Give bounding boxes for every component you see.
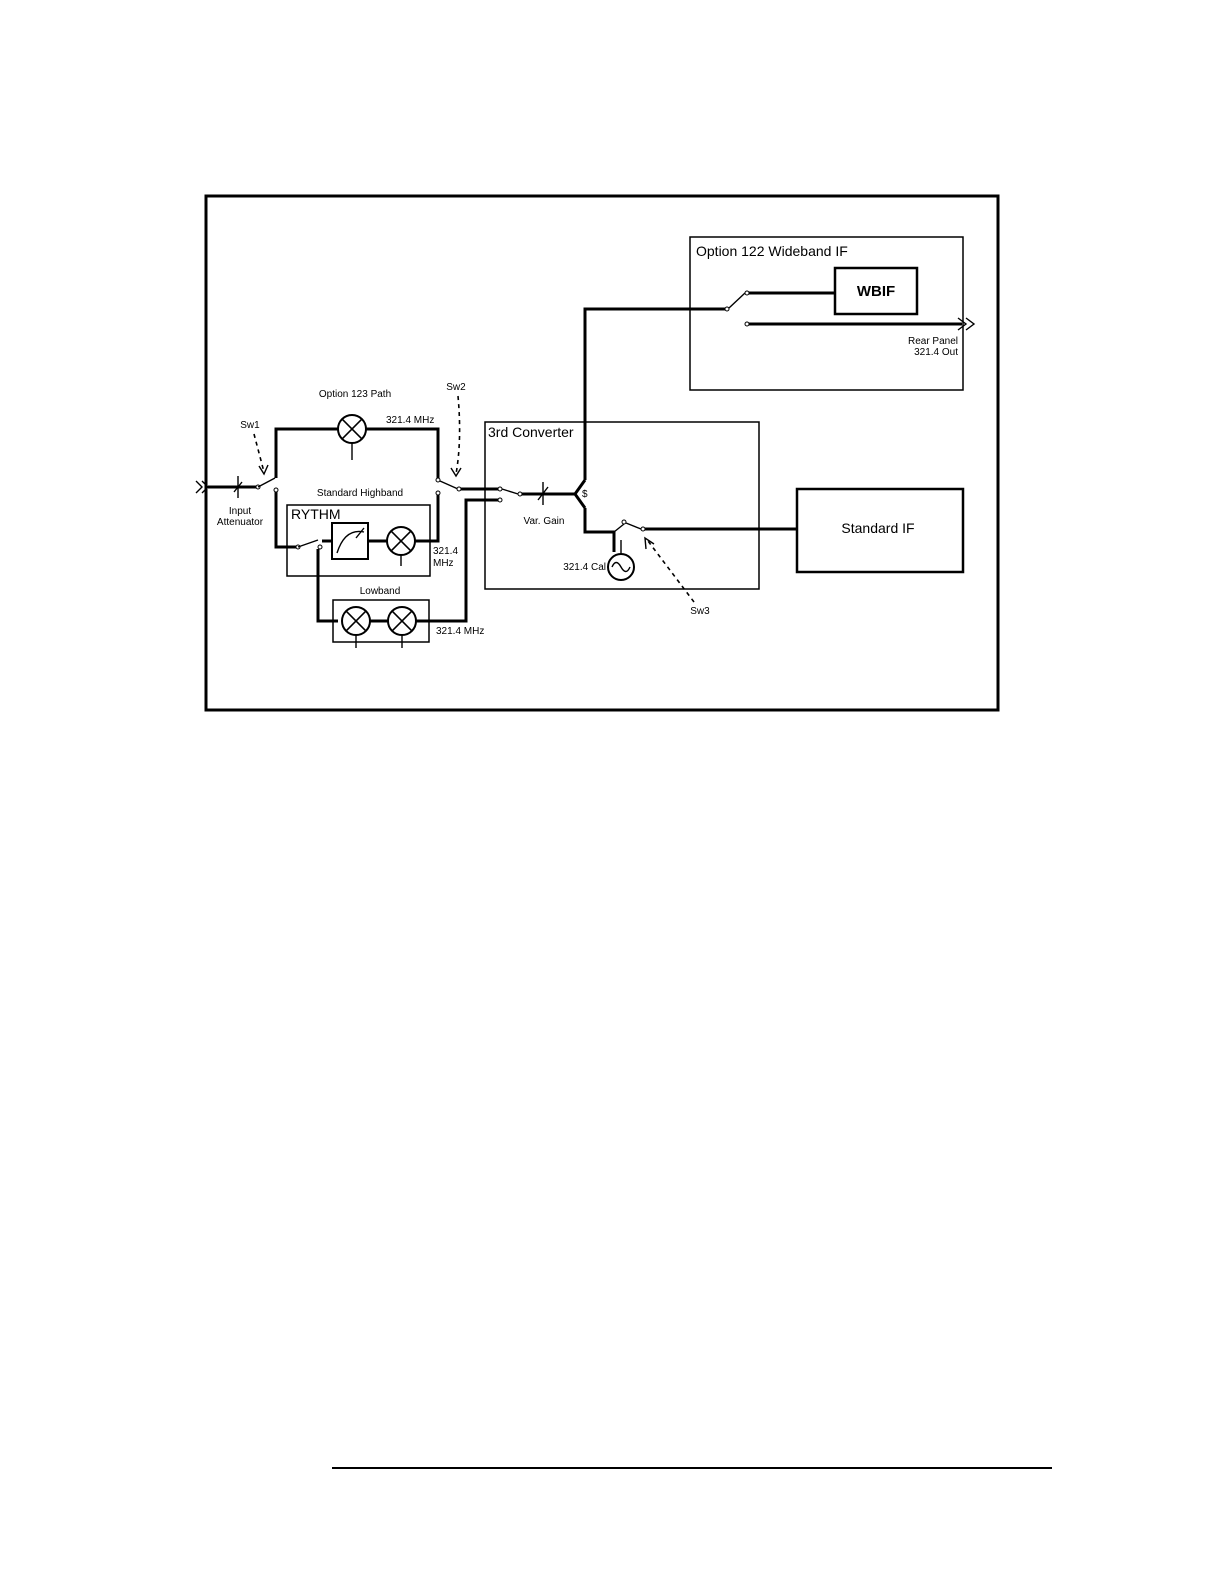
highband-mixer <box>387 527 415 555</box>
sw2-pointer <box>456 396 460 474</box>
option-123-mixer <box>338 415 366 443</box>
lowband-label: Lowband <box>360 586 401 597</box>
input-arrow <box>196 481 202 493</box>
lowband-mixer-1 <box>342 607 370 635</box>
standard-highband-label: Standard Highband <box>317 488 403 499</box>
mhz-mid-unit-label: MHz <box>433 558 454 569</box>
svg-text:$: $ <box>582 489 588 500</box>
mhz-mid-label: 321.4 <box>433 546 458 557</box>
option-122-label: Option 122 Wideband IF <box>696 243 848 259</box>
preselector-filter <box>332 523 368 559</box>
sw2-label: Sw2 <box>446 382 466 393</box>
option-122-box <box>690 237 963 390</box>
sw3-pole <box>641 527 645 531</box>
third-converter-label: 3rd Converter <box>488 424 574 440</box>
sw3-label: Sw3 <box>690 606 710 617</box>
cal-label: 321.4 Cal <box>563 562 606 573</box>
sw3-pointer <box>648 541 694 602</box>
option-123-label: Option 123 Path <box>319 389 391 400</box>
sw1-label: Sw1 <box>240 420 260 431</box>
mhz-low-label: 321.4 MHz <box>436 626 484 637</box>
rear-panel-label: Rear Panel <box>908 336 958 347</box>
input-label: Input <box>229 506 251 517</box>
outer-frame <box>206 196 998 710</box>
rythm-label: RYTHM <box>291 506 341 522</box>
standard-if-label: Standard IF <box>841 520 914 536</box>
var-gain-label: Var. Gain <box>524 516 565 527</box>
mhz-top-label: 321.4 MHz <box>386 415 434 426</box>
wbif-label: WBIF <box>857 283 895 300</box>
sw2-pole <box>457 487 461 491</box>
attenuator-label: Attenuator <box>217 517 264 528</box>
rear-panel-out-label: 321.4 Out <box>914 347 958 358</box>
lowband-mixer-2 <box>388 607 416 635</box>
